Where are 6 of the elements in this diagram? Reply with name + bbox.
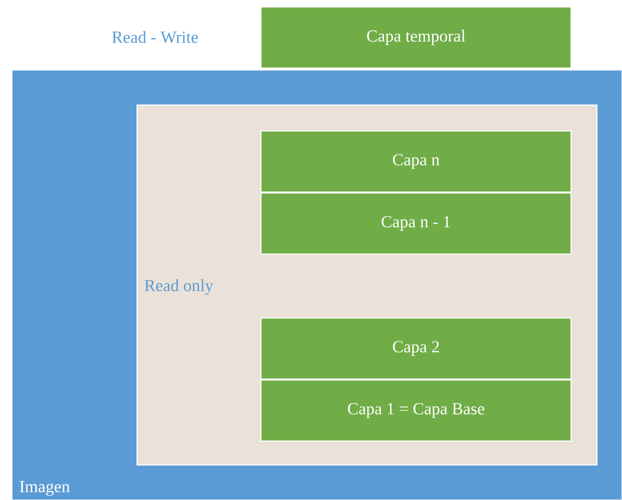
layer-box: Capa 2 bbox=[260, 317, 572, 380]
layer-box: Capa n - 1 bbox=[260, 192, 572, 254]
layer-box: Capa 1 = Capa Base bbox=[260, 379, 572, 442]
layer-label: Read - Write bbox=[112, 30, 198, 43]
layer-box: Capa n bbox=[260, 130, 572, 192]
layer-box: Capa temporal bbox=[260, 6, 572, 68]
